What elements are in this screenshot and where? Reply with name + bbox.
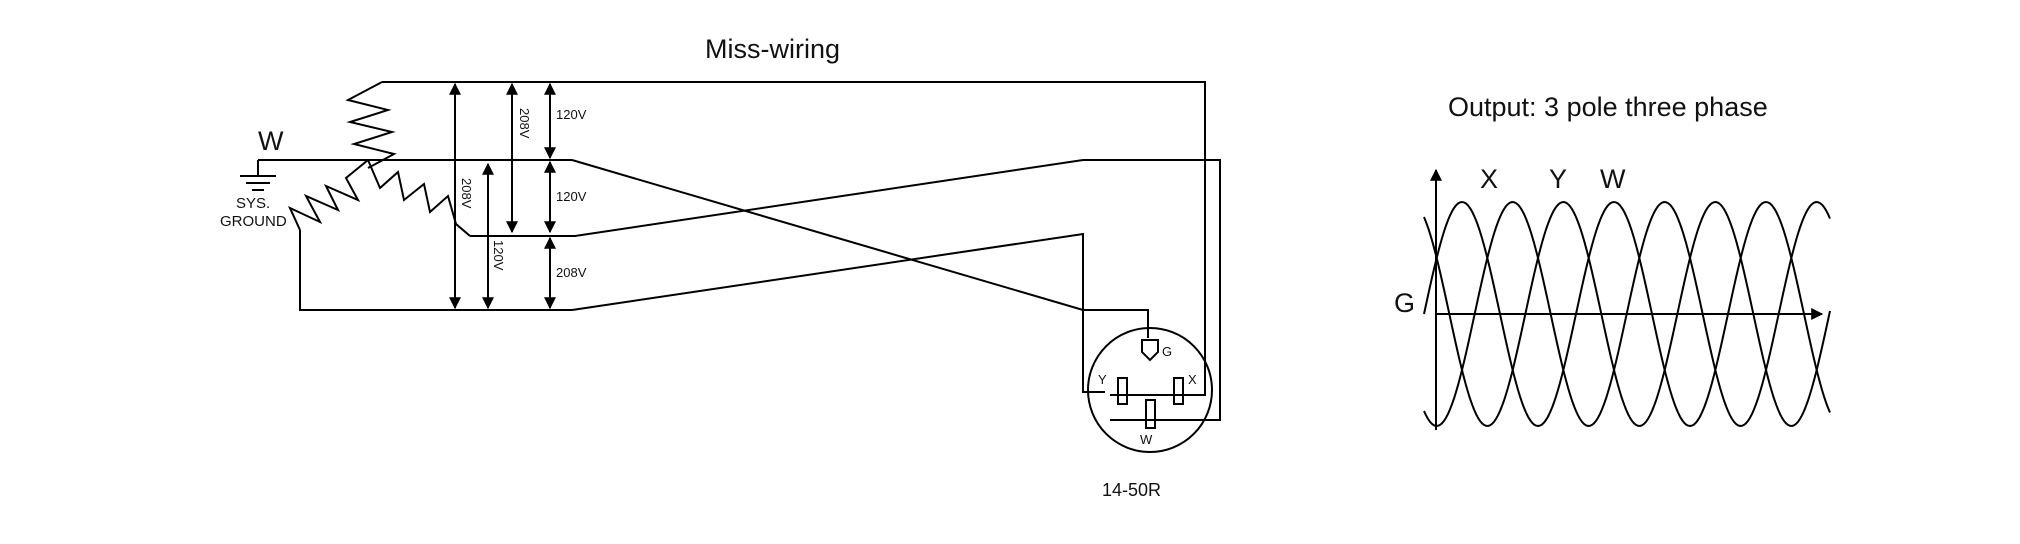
pin-g-slot	[1141, 339, 1159, 362]
pin-x-label: X	[1188, 372, 1197, 387]
w-cross-conductor	[571, 159, 1149, 338]
bottom-conductor	[571, 232, 1105, 393]
ground-axis-label: G	[1394, 288, 1415, 318]
top-conductor	[382, 81, 1206, 396]
phase-waves	[1423, 200, 1831, 428]
pin-y-label: Y	[1098, 372, 1107, 387]
coil-lower-left	[287, 159, 369, 231]
receptacle-label: 14-50R	[1102, 480, 1161, 500]
label-120v-mid: 120V	[556, 189, 587, 204]
middle-conductor	[470, 159, 1221, 421]
pin-g-label: G	[1162, 344, 1172, 359]
phase-y-label: Y	[1549, 164, 1567, 194]
miss-wiring-labels: W SYS. GROUND 120V 120V 208V 208V 208V 1…	[220, 104, 1197, 500]
phase-y-wave	[1423, 200, 1831, 428]
node-w-label: W	[258, 126, 284, 156]
label-120v-top: 120V	[556, 107, 587, 122]
label-208v-upper: 208V	[517, 108, 532, 139]
pin-w-label: W	[1140, 432, 1153, 447]
left-return	[299, 230, 572, 311]
label-120v-lower: 120V	[491, 240, 506, 271]
label-208v-long: 208V	[459, 178, 474, 209]
ground-label-line1: SYS.	[236, 195, 270, 212]
phase-x-wave	[1423, 200, 1831, 428]
coil-upper	[345, 81, 397, 169]
pin-w-slot	[1145, 399, 1156, 429]
miss-wiring-title: Miss-wiring	[705, 34, 840, 64]
ground-label-line2: GROUND	[220, 213, 287, 230]
label-208v-bottom: 208V	[556, 265, 587, 280]
pin-y-slot	[1117, 377, 1128, 405]
phase-x-label: X	[1480, 164, 1498, 194]
miss-wiring-diagram: Miss-wiring	[240, 34, 1221, 453]
phase-w-label: W	[1600, 164, 1626, 194]
receptacle-14-50r	[1087, 327, 1213, 453]
output-title: Output: 3 pole three phase	[1448, 92, 1768, 122]
phase-w-wave	[1423, 200, 1831, 428]
three-phase-output-diagram: Output: 3 pole three phase X Y W G	[1394, 92, 1831, 430]
pin-x-slot	[1173, 377, 1184, 405]
